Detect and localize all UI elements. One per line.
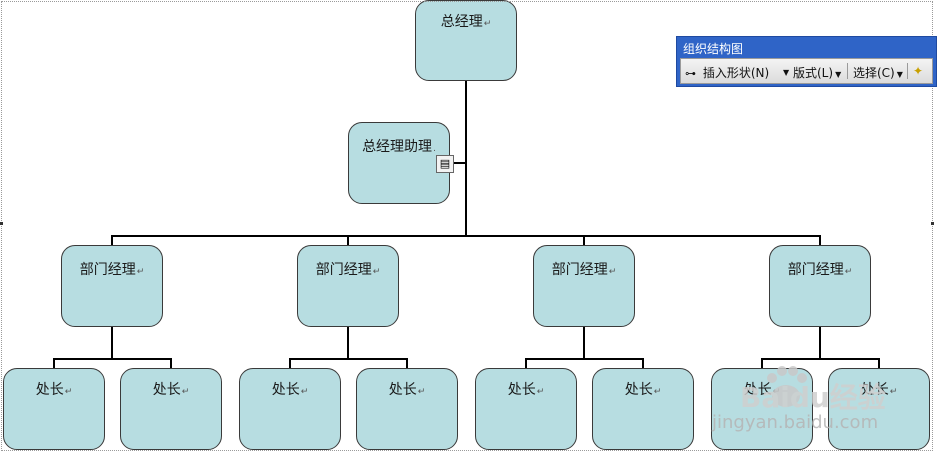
- insert-shape-icon: ⊶: [685, 67, 696, 80]
- toolbar-separator: [847, 63, 848, 79]
- node-head-5[interactable]: 处长↵: [475, 368, 577, 450]
- node-ceo-label: 总经理↵: [440, 14, 492, 30]
- resize-handle-right[interactable]: [931, 222, 934, 225]
- select-button[interactable]: 选择(C)▼: [853, 64, 903, 81]
- node-assistant-label: 总经理助理.: [362, 139, 436, 155]
- connector-group-3-left: [525, 358, 527, 369]
- node-manager-1[interactable]: 部门经理↵: [61, 245, 163, 327]
- node-head-label: 处长↵: [271, 382, 309, 398]
- dropdown-arrow-icon: ▼: [783, 68, 790, 77]
- node-head-label: 处长↵: [152, 382, 190, 398]
- node-manager-label: 部门经理↵: [551, 262, 617, 278]
- toolbar-bar: ⊶ 插入形状(N) ▼ 版式(L)▼ 选择(C)▼ ✦: [680, 58, 933, 84]
- connector-manager-3: [583, 235, 585, 246]
- connector-ceo-trunk: [465, 80, 467, 236]
- insert-shape-button[interactable]: ⊶ 插入形状(N): [685, 64, 769, 81]
- layout-button[interactable]: 版式(L)▼: [793, 64, 841, 81]
- connector-manager-bus: [111, 235, 821, 237]
- node-head-1[interactable]: 处长↵: [3, 368, 105, 450]
- connector-manager-1: [111, 235, 113, 246]
- connector-group-1-bus: [53, 358, 172, 360]
- node-manager-2[interactable]: 部门经理↵: [297, 245, 399, 327]
- connector-group-2-left: [289, 358, 291, 369]
- connector-group-3-right: [642, 358, 644, 369]
- select-label: 选择(C): [853, 66, 895, 80]
- resize-handle-left[interactable]: [0, 222, 3, 225]
- layout-label: 版式(L): [793, 66, 834, 80]
- autoformat-button[interactable]: ✦: [913, 64, 923, 78]
- connector-group-4-down: [819, 327, 821, 359]
- node-head-8[interactable]: 处长↵: [828, 368, 930, 450]
- node-assistant[interactable]: 总经理助理.: [348, 122, 450, 204]
- node-manager-4[interactable]: 部门经理↵: [769, 245, 871, 327]
- node-head-7[interactable]: 处长↵: [711, 368, 813, 450]
- connector-group-3-down: [583, 327, 585, 359]
- connector-group-1-right: [170, 358, 172, 369]
- node-head-label: 处长↵: [624, 382, 662, 398]
- connector-assistant: [449, 162, 466, 164]
- toolbar-title: 组织结构图: [683, 42, 744, 56]
- connector-group-4-bus: [761, 358, 880, 360]
- node-manager-3[interactable]: 部门经理↵: [533, 245, 635, 327]
- connector-manager-4: [819, 235, 821, 246]
- connector-group-2-right: [406, 358, 408, 369]
- paste-options-icon[interactable]: ▤: [436, 155, 454, 173]
- autoformat-icon: ✦: [913, 64, 924, 78]
- connector-group-1-left: [53, 358, 55, 369]
- node-head-6[interactable]: 处长↵: [592, 368, 694, 450]
- node-head-label: 处长↵: [743, 382, 781, 398]
- node-manager-label: 部门经理↵: [787, 262, 853, 278]
- dropdown-arrow-icon: ▼: [835, 70, 842, 79]
- connector-group-4-right: [878, 358, 880, 369]
- node-head-4[interactable]: 处长↵: [356, 368, 458, 450]
- node-head-label: 处长↵: [507, 382, 545, 398]
- connector-manager-2: [347, 235, 349, 246]
- connector-group-4-left: [761, 358, 763, 369]
- node-head-3[interactable]: 处长↵: [239, 368, 341, 450]
- org-chart-toolbar[interactable]: 组织结构图 ⊶ 插入形状(N) ▼ 版式(L)▼ 选择(C)▼ ✦: [676, 36, 937, 87]
- node-manager-label: 部门经理↵: [315, 262, 381, 278]
- insert-shape-label: 插入形状(N): [702, 66, 770, 80]
- node-head-label: 处长↵: [35, 382, 73, 398]
- node-manager-label: 部门经理↵: [79, 262, 145, 278]
- node-head-2[interactable]: 处长↵: [120, 368, 222, 450]
- node-head-label: 处长↵: [860, 382, 898, 398]
- toolbar-separator: [907, 63, 908, 79]
- dropdown-arrow-icon: ▼: [896, 70, 903, 79]
- node-ceo[interactable]: 总经理↵: [415, 0, 517, 81]
- node-head-label: 处长↵: [388, 382, 426, 398]
- insert-shape-dropdown[interactable]: ▼: [781, 64, 789, 78]
- connector-group-2-down: [347, 327, 349, 359]
- connector-group-3-bus: [525, 358, 644, 360]
- connector-group-2-bus: [289, 358, 408, 360]
- connector-group-1-down: [111, 327, 113, 359]
